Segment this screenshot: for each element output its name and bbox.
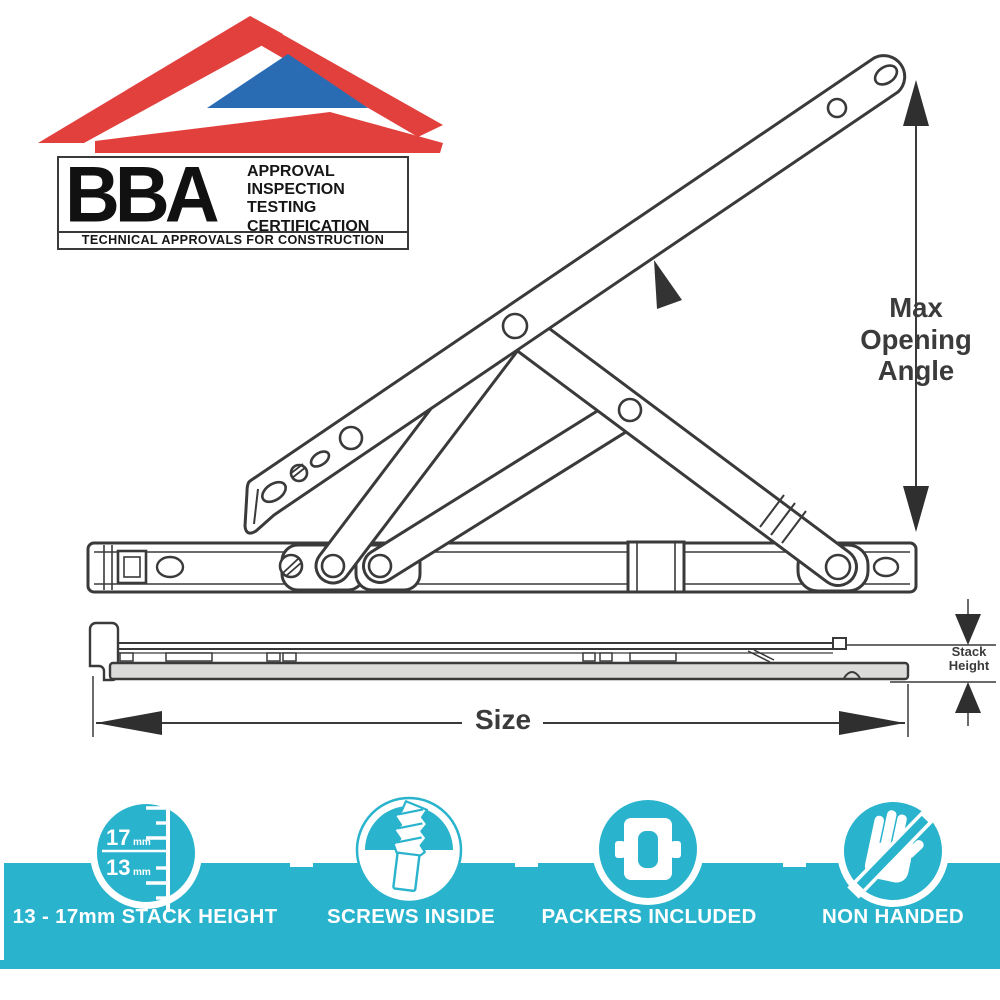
packer-icon — [592, 793, 704, 905]
non-handed-hand-icon — [837, 795, 949, 907]
bba-service-line: APPROVAL — [247, 163, 335, 180]
max-opening-angle-label: Max Opening Angle — [860, 292, 972, 386]
bba-roof-icon — [38, 16, 443, 153]
feature-label-screws-inside: SCREWS INSIDE — [327, 905, 495, 928]
feature-label-non-handed: NON HANDED — [822, 905, 964, 928]
pivot-holes — [261, 64, 899, 581]
feature-label-stack-height: 13 - 17mm STACK HEIGHT — [12, 905, 278, 928]
bba-services: APPROVAL INSPECTION TESTING CERTIFICATIO… — [247, 158, 407, 231]
feature-label-packers-included: PACKERS INCLUDED — [541, 905, 757, 928]
stack-height-gauge-icon: 17 mm 13 mm — [90, 794, 202, 912]
arm-direction-arrow — [654, 260, 682, 309]
gauge-bottom-value: 13 — [106, 855, 130, 880]
gauge-top-unit: mm — [133, 837, 151, 848]
main-arm — [243, 54, 907, 535]
bba-certification-box: BBA APPROVAL INSPECTION TESTING CERTIFIC… — [57, 156, 409, 250]
bba-tagline: TECHNICAL APPROVALS FOR CONSTRUCTION — [59, 231, 407, 248]
scissor-links — [314, 306, 858, 587]
bba-service-line: TESTING — [247, 199, 317, 217]
stack-height-dimension — [846, 599, 996, 726]
max-opening-angle-dimension — [903, 80, 929, 532]
size-label: Size — [474, 704, 532, 735]
stack-height-label: Stack Height — [948, 644, 990, 673]
hinge-open-view — [86, 54, 918, 594]
hinge-side-view — [88, 621, 910, 682]
bba-acronym: BBA — [65, 158, 220, 231]
screw-icon — [355, 796, 463, 904]
gauge-top-value: 17 — [106, 825, 130, 850]
gauge-bottom-unit: mm — [133, 867, 151, 878]
bba-service-line: CERTIFICATION — [247, 217, 370, 231]
size-dimension — [92, 676, 909, 737]
bba-service-line: INSPECTION — [247, 181, 345, 199]
